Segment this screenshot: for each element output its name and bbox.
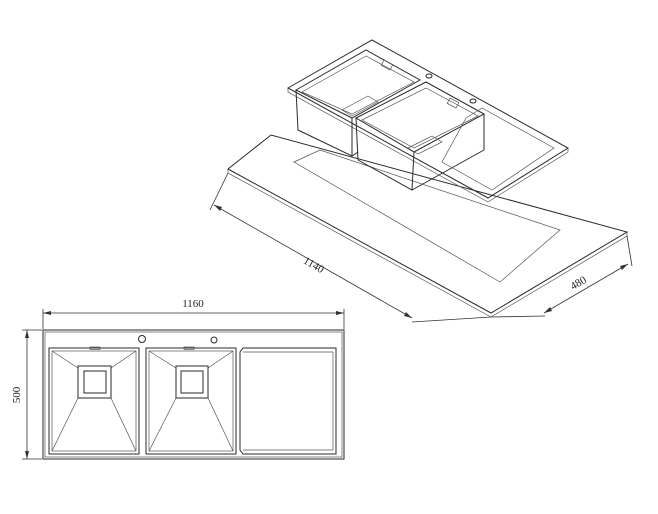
worktop-slab xyxy=(227,134,629,314)
plan-drainer xyxy=(239,347,337,455)
dim-480 xyxy=(490,235,633,318)
plan-bowl-2 xyxy=(145,346,237,455)
plan-outline xyxy=(42,329,345,460)
sink-deck xyxy=(286,39,569,199)
iso-drainer xyxy=(441,107,555,191)
iso-tap-hole-2 xyxy=(469,98,477,104)
dim-1140-label: 1140 xyxy=(301,255,326,276)
plan-view xyxy=(22,309,345,460)
iso-bowl-1 xyxy=(294,49,422,157)
dim-480-label: 480 xyxy=(568,274,589,293)
iso-bowl-2 xyxy=(354,81,486,191)
plan-tap-hole-2 xyxy=(210,336,218,344)
dim-1140 xyxy=(209,172,492,323)
worktop-recess xyxy=(293,149,561,283)
plan-bowl-1 xyxy=(48,346,140,455)
iso-tap-hole-1 xyxy=(425,73,433,79)
dim-500-label: 500 xyxy=(11,386,23,403)
isometric-view xyxy=(209,39,633,323)
dim-1160 xyxy=(42,309,345,329)
plan-tap-hole-1 xyxy=(138,335,146,343)
dim-500 xyxy=(22,329,42,460)
dim-1160-label: 1160 xyxy=(182,298,204,310)
